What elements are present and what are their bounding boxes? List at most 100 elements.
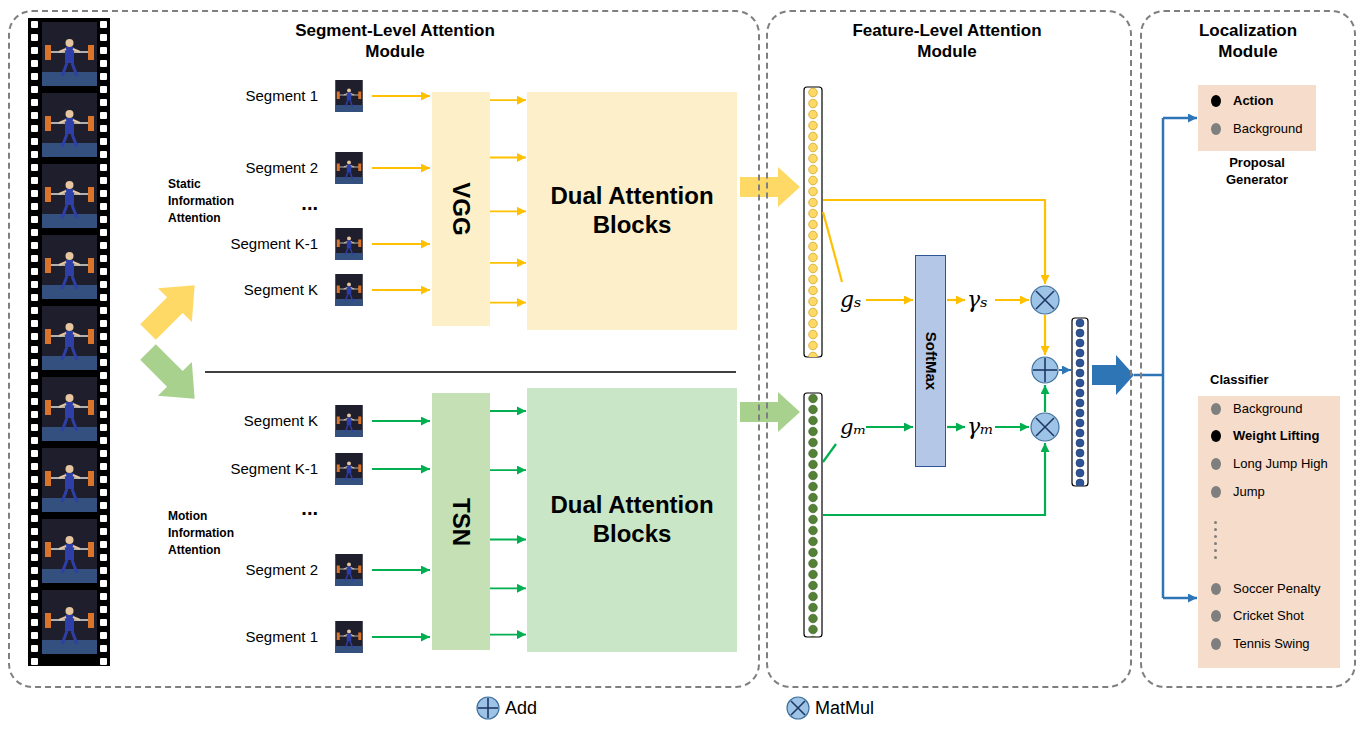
softmax-box: SoftMax bbox=[915, 255, 946, 467]
attention-block: Dual Attention Blocks bbox=[527, 388, 737, 652]
label-text: Cricket Shot bbox=[1233, 608, 1337, 624]
label-text: Segment 2 bbox=[204, 561, 318, 579]
edge-arrow bbox=[490, 302, 526, 304]
label-text: gₛ bbox=[840, 287, 866, 313]
label-text: Add bbox=[505, 697, 565, 719]
text-slot: Cricket Shot bbox=[1233, 608, 1337, 624]
text-slot: Localization Module bbox=[1182, 20, 1314, 63]
module-region: Segment-Level Attention ModuleVGG Dual At… bbox=[8, 10, 760, 688]
math-symbol: gₛ bbox=[840, 287, 866, 313]
edge-arrow bbox=[490, 634, 526, 636]
bullet-dot bbox=[1211, 638, 1221, 650]
module-region: Feature-Level Attention ModuleSoftMax bbox=[766, 10, 1132, 688]
segment-label: Segment K bbox=[204, 412, 318, 430]
bullet-dot bbox=[1211, 486, 1221, 498]
text-slot: Dual Attention Blocks bbox=[527, 388, 737, 652]
text-slot: Jump bbox=[1233, 484, 1337, 500]
text-slot: Background bbox=[1233, 401, 1337, 417]
label-text: Long Jump High bbox=[1233, 456, 1337, 472]
bullet-dot bbox=[1211, 430, 1221, 442]
label-text: Jump bbox=[1233, 484, 1337, 500]
label-text: ... bbox=[262, 499, 318, 517]
ellipsis: ... bbox=[262, 499, 318, 517]
label-text: Segment 1 bbox=[204, 87, 318, 105]
label-text: Weight Lifting bbox=[1233, 428, 1337, 444]
edge-arrow bbox=[490, 262, 526, 264]
text-slot: SoftMax bbox=[922, 332, 939, 390]
label-text: Proposal Generator bbox=[1212, 155, 1302, 189]
text-slot: Background bbox=[1233, 121, 1313, 137]
backbone-box: VGG bbox=[432, 92, 490, 326]
math-symbol: gₘ bbox=[840, 414, 866, 440]
text-slot: TSN bbox=[447, 498, 475, 546]
label-text: Segment 2 bbox=[204, 159, 318, 177]
label-text: Localization Module bbox=[1182, 20, 1314, 63]
label-text: Soccer Penalty bbox=[1233, 581, 1337, 597]
label-text: Dual Attention Blocks bbox=[547, 491, 717, 549]
text-slot: Proposal Generator bbox=[1212, 155, 1302, 189]
branch-label: Motion Information Attention bbox=[168, 508, 248, 558]
text-slot: VGG bbox=[447, 182, 475, 235]
label-text: Dual Attention Blocks bbox=[547, 182, 717, 240]
label-text: Action bbox=[1233, 93, 1311, 109]
segment-label: Segment 2 bbox=[204, 561, 318, 579]
edge-arrow bbox=[490, 210, 526, 212]
math-symbol: γₛ bbox=[967, 287, 995, 313]
label-text: Segment K bbox=[204, 281, 318, 299]
label-text: Segment-Level Attention Module bbox=[295, 20, 495, 63]
edge-arrow bbox=[490, 157, 526, 159]
segment-label: Segment 1 bbox=[204, 87, 318, 105]
segment-label: Segment 2 bbox=[204, 159, 318, 177]
label-text: Feature-Level Attention Module bbox=[847, 20, 1047, 63]
ellipsis-dot bbox=[1214, 535, 1217, 538]
math-symbol: γₘ bbox=[967, 414, 995, 440]
classifier-box: ClassifierBackgroundWeight LiftingLong J… bbox=[1198, 396, 1340, 668]
label-text: gₘ bbox=[840, 414, 866, 440]
label-text: γₛ bbox=[967, 287, 995, 313]
segment-label: Segment K bbox=[204, 281, 318, 299]
legend-entry: MatMul bbox=[815, 697, 905, 719]
label-text: Background bbox=[1233, 121, 1313, 137]
text-slot: Tennis Swing bbox=[1233, 636, 1337, 652]
text-slot: Action bbox=[1233, 93, 1311, 109]
label-text: Segment K-1 bbox=[204, 235, 318, 253]
text-slot: Classifier bbox=[1210, 372, 1310, 389]
ellipsis-dot bbox=[1214, 528, 1217, 531]
text-slot: Feature-Level Attention Module bbox=[847, 20, 1047, 63]
label-text: Background bbox=[1233, 401, 1337, 417]
ellipsis-dot bbox=[1214, 521, 1217, 524]
segment-label: Segment K-1 bbox=[204, 460, 318, 478]
backbone-box: TSN bbox=[432, 393, 490, 650]
bullet-dot bbox=[1211, 403, 1221, 415]
ellipsis-dot bbox=[1214, 542, 1217, 545]
label-text: Segment K-1 bbox=[204, 460, 318, 478]
label-text: Segment 1 bbox=[204, 628, 318, 646]
edge-arrow bbox=[490, 539, 526, 541]
proposal-box: ActionBackgroundProposal Generator bbox=[1198, 85, 1316, 151]
label-text: Static Information Attention bbox=[168, 176, 248, 226]
label-text: Segment K bbox=[204, 412, 318, 430]
label-text: Tennis Swing bbox=[1233, 636, 1337, 652]
ellipsis: ... bbox=[262, 194, 318, 212]
module-region: Localization ModuleActionBackgroundPropo… bbox=[1140, 10, 1356, 688]
bullet-dot bbox=[1211, 458, 1221, 470]
label-text: Classifier bbox=[1210, 372, 1310, 389]
bullet-dot bbox=[1211, 583, 1221, 595]
text-slot: Soccer Penalty bbox=[1233, 581, 1337, 597]
edge-arrow bbox=[490, 99, 526, 101]
bullet-dot bbox=[1211, 95, 1221, 107]
edge-arrow bbox=[490, 410, 526, 412]
text-slot: Long Jump High bbox=[1233, 456, 1337, 472]
segment-label: Segment K-1 bbox=[204, 235, 318, 253]
legend-entry: Add bbox=[505, 697, 565, 719]
ellipsis-dot bbox=[1214, 549, 1217, 552]
label-text: Motion Information Attention bbox=[168, 508, 248, 558]
text-slot: Dual Attention Blocks bbox=[527, 92, 737, 330]
segment-label: Segment 1 bbox=[204, 628, 318, 646]
attention-block: Dual Attention Blocks bbox=[527, 92, 737, 330]
edge-arrow bbox=[490, 469, 526, 471]
ellipsis-dot bbox=[1214, 556, 1217, 559]
edge-arrow bbox=[490, 587, 526, 589]
text-slot: Weight Lifting bbox=[1233, 428, 1337, 444]
